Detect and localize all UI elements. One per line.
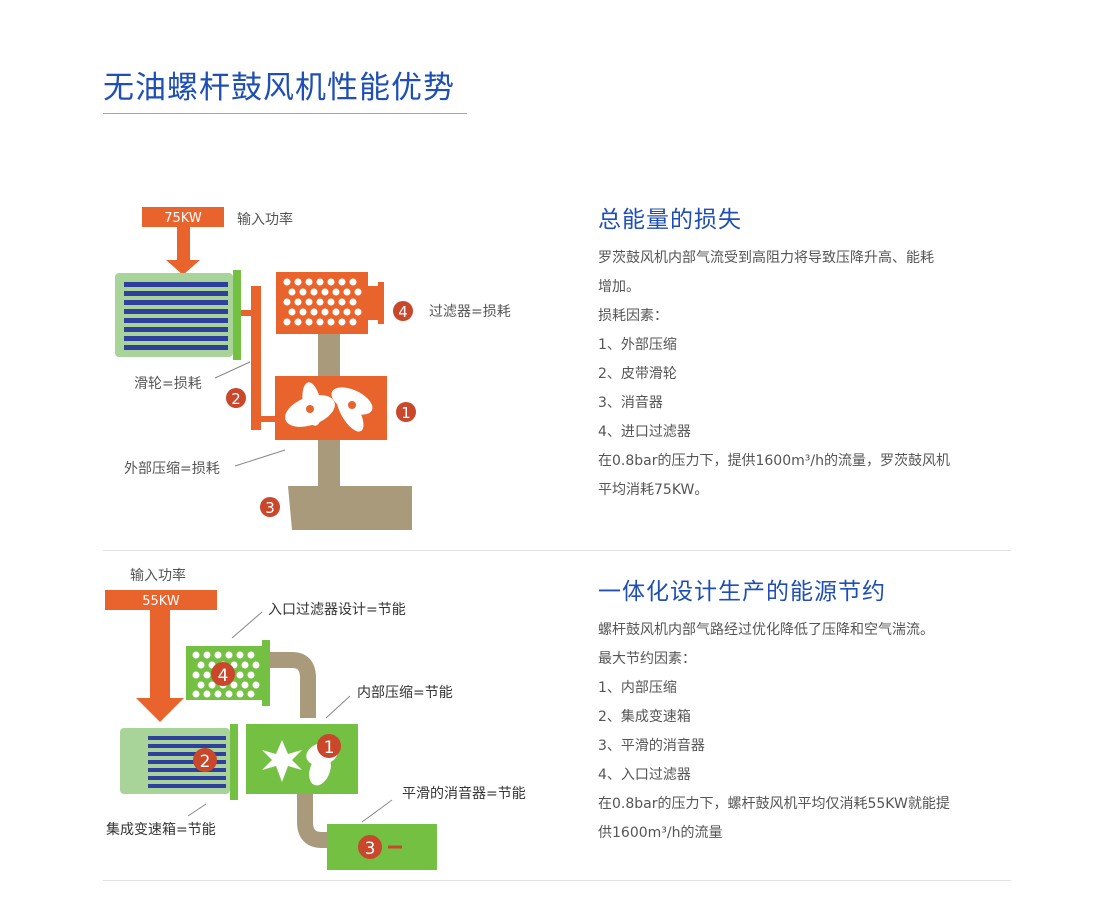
energy-loss-line: 在0.8bar的压力下，提供1600m³/h的流量，罗茨鼓风机 [598, 453, 950, 469]
section-divider [103, 550, 1011, 551]
filter-holes [283, 278, 362, 326]
pulley-leader [214, 361, 251, 379]
blower-housing [246, 724, 358, 794]
inlet-pipe [318, 334, 340, 378]
energy-loss-line: 损耗因素： [598, 308, 668, 324]
marker-3: 3 [358, 835, 382, 859]
energy-saving-line: 最大节约因素： [598, 651, 696, 667]
power-value: 75KW [164, 211, 202, 226]
screw-blower-diagram: 输入功率 55KW 入口过滤器设计=节能 内部压缩=节能 平滑的消 [105, 567, 526, 870]
svg-text:2: 2 [200, 752, 211, 772]
energy-saving-line: 3、平滑的消音器 [598, 738, 705, 754]
air-pipe [262, 652, 316, 718]
filter-leader [231, 611, 263, 639]
filter-label: 过滤器=损耗 [429, 304, 511, 320]
power-arrow [136, 610, 184, 722]
energy-loss-heading: 总能量的损失 [598, 207, 742, 233]
compression-label: 内部压缩=节能 [357, 685, 453, 701]
filter-end-cap [262, 640, 270, 706]
pulley-belt [251, 286, 261, 430]
gearbox-label: 集成变速箱=节能 [106, 821, 216, 838]
compression-label: 外部压缩=损耗 [124, 461, 220, 477]
gearbox-flange [230, 724, 238, 800]
roots-blower-diagram: 75KW 输入功率 过滤器=损耗 [115, 207, 511, 530]
power-label: 输入功率 [130, 567, 186, 584]
marker-1: 1 [317, 734, 341, 758]
svg-text:2: 2 [231, 390, 241, 408]
svg-text:3: 3 [265, 499, 275, 517]
energy-saving-line: 在0.8bar的压力下，螺杆鼓风机平均仅消耗55KW就能提 [598, 796, 950, 812]
marker-4: 4 [211, 662, 235, 686]
silencer-label: 平滑的消音器=节能 [402, 785, 526, 802]
motor-stripes [148, 736, 226, 788]
silencer-pipe [288, 486, 412, 530]
energy-saving-panel: 一体化设计生产的能源节约 螺杆鼓风机内部气路经过优化降低了压降和空气湍流。 最大… [598, 572, 1018, 848]
marker-4: 4 [393, 301, 413, 321]
pulley-shaft-lower [261, 416, 275, 422]
title-underline [103, 113, 467, 114]
silencer-leader [361, 799, 393, 823]
filter-inlet-cap [378, 282, 384, 324]
motor-flange [233, 270, 241, 360]
filter-label: 入口过滤器设计=节能 [268, 602, 406, 618]
energy-saving-line: 2、集成变速箱 [598, 709, 691, 725]
power-arrow [166, 227, 200, 275]
outlet-pipe [297, 792, 332, 848]
filter-inlet [368, 286, 378, 320]
pulley-label: 滑轮=损耗 [134, 375, 202, 392]
rotor-hub-right [348, 401, 356, 409]
outlet-pipe [318, 438, 340, 486]
power-value: 55KW [142, 594, 180, 609]
energy-saving-line: 供1600m³/h的流量 [598, 825, 723, 841]
power-input-box [142, 207, 224, 227]
energy-saving-line: 1、内部压缩 [598, 680, 677, 696]
svg-text:1: 1 [401, 404, 411, 422]
compression-leader [325, 695, 351, 719]
energy-saving-line: 4、入口过滤器 [598, 767, 691, 783]
energy-loss-line: 3、消音器 [598, 395, 663, 411]
energy-loss-line: 1、外部压缩 [598, 337, 677, 353]
power-input-box [105, 590, 217, 610]
svg-text:1: 1 [324, 738, 335, 758]
marker-2: 2 [193, 748, 217, 772]
energy-loss-line: 平均消耗75KW。 [598, 482, 709, 498]
marker-1: 1 [396, 402, 416, 422]
energy-loss-panel: 总能量的损失 罗茨鼓风机内部气流受到高阻力将导致压降升高、能耗 增加。 损耗因素… [598, 200, 1018, 505]
pulley-shaft [241, 310, 251, 316]
rotor-hub-left [306, 405, 314, 413]
compression-leader [234, 449, 286, 467]
energy-saving-heading: 一体化设计生产的能源节约 [598, 579, 886, 605]
svg-text:3: 3 [365, 839, 376, 859]
energy-saving-line: 螺杆鼓风机内部气路经过优化降低了压降和空气湍流。 [598, 622, 934, 638]
svg-text:4: 4 [218, 666, 229, 686]
energy-loss-line: 4、进口过滤器 [598, 424, 691, 440]
svg-text:4: 4 [398, 303, 408, 321]
power-label: 输入功率 [237, 211, 293, 228]
section-divider [103, 880, 1011, 881]
motor-stripes [124, 282, 228, 350]
energy-loss-line: 罗茨鼓风机内部气流受到高阻力将导致压降升高、能耗 [598, 250, 934, 266]
marker-2: 2 [226, 388, 246, 408]
energy-loss-line: 增加。 [598, 279, 640, 295]
gearbox-leader [187, 803, 207, 817]
marker-3: 3 [260, 497, 280, 517]
page-title: 无油螺杆鼓风机性能优势 [103, 70, 455, 106]
energy-loss-line: 2、皮带滑轮 [598, 366, 677, 382]
